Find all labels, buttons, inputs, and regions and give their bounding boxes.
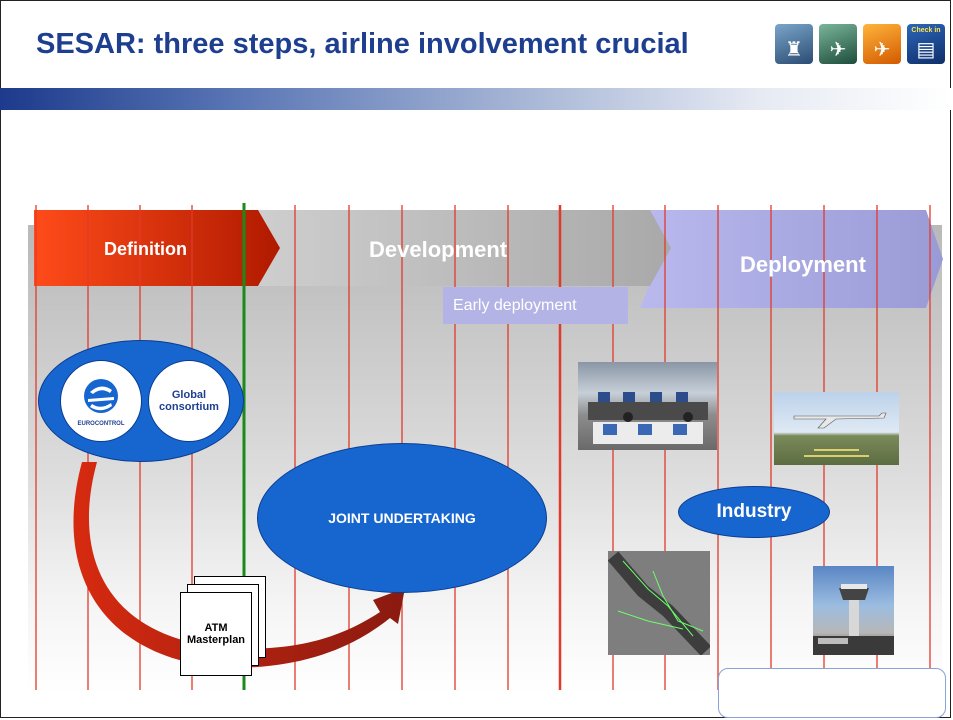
check-in-sign-text: Check in	[911, 27, 941, 34]
radar-screen-photo	[608, 551, 710, 655]
phase-deployment-label: Deployment	[740, 252, 866, 277]
early-deployment-label: Early deployment	[443, 287, 628, 324]
phase-development-label: Development	[369, 237, 508, 262]
development-arrow	[248, 210, 671, 286]
landing-aircraft-photo	[774, 392, 899, 465]
eurocontrol-emblem-icon	[84, 378, 118, 413]
eurocontrol-logo: EUROCONTROL	[60, 360, 142, 442]
control-tower-icon: ♜	[775, 24, 813, 64]
definition-arrow	[34, 210, 280, 286]
aircraft-on-ground-icon: ✈	[819, 24, 857, 64]
footer-logo-box	[718, 668, 946, 718]
radar-tracks-icon	[608, 551, 710, 655]
airport-tower-icon	[813, 584, 894, 655]
masterplan-line2: Masterplan	[186, 634, 246, 646]
deployment-arrow	[640, 210, 943, 308]
control-room-photo	[578, 362, 717, 450]
plane-sunset-icon: ✈	[863, 24, 901, 64]
joint-undertaking-ellipse: JOINT UNDERTAKING	[257, 443, 547, 593]
header-thumbnails: ♜ ✈ ✈ Check in ▤	[775, 24, 945, 64]
global-consortium-circle: Global consortium	[148, 360, 230, 442]
header-gradient-bar	[0, 88, 951, 110]
masterplan-line1: ATM	[204, 622, 228, 634]
airport-tower-photo	[813, 566, 894, 655]
industry-ellipse: Industry	[678, 486, 830, 538]
check-in-sign-icon: Check in ▤	[907, 24, 945, 64]
phase-definition-label: Definition	[104, 239, 187, 259]
slide-title: SESAR: three steps, airline involvement …	[36, 28, 689, 60]
atm-masterplan-document: ATM Masterplan	[180, 592, 252, 676]
eurocontrol-text: EUROCONTROL	[77, 420, 125, 427]
control-room-scene-icon	[588, 392, 708, 444]
landing-aircraft-icon	[793, 412, 887, 457]
